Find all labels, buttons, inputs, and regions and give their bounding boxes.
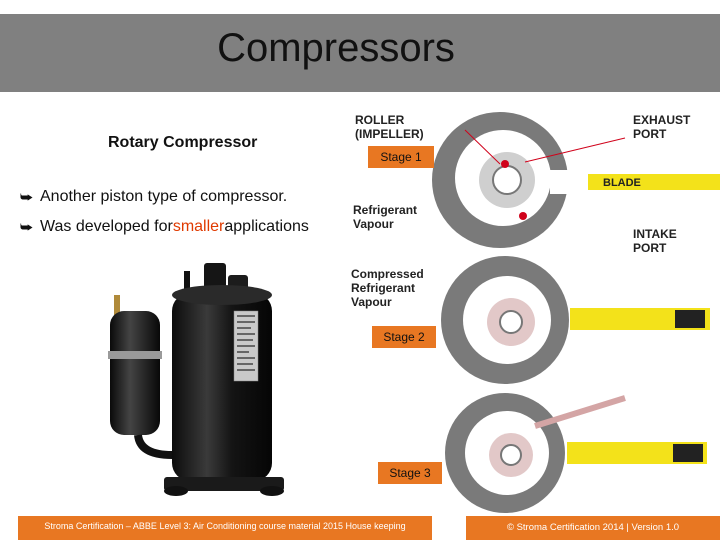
label-exhaust-port: PORT (633, 127, 667, 141)
label-refrigerant-2: Refrigerant (351, 281, 415, 295)
bullet-item: ⮩ Another piston type of compressor. (20, 182, 309, 212)
bullet-list: ⮩ Another piston type of compressor. ⮩ W… (20, 182, 309, 242)
stage-1-cross-section (432, 112, 720, 248)
bullet-text: Was developed for (40, 218, 173, 235)
footer-course-info: Stroma Certification – ABBE Level 3: Air… (18, 516, 432, 540)
top-strip (0, 0, 720, 14)
section-heading: Rotary Compressor (108, 134, 258, 151)
label-exhaust: EXHAUST (633, 113, 691, 127)
footer-copyright: © Stroma Certification 2014 | Version 1.… (466, 516, 720, 540)
arrow-bullet-icon: ⮩ (20, 188, 34, 205)
bullet-text: Another piston type of compressor. (40, 188, 288, 205)
rotary-compressor-diagram: ROLLER (IMPELLER) EXHAUST PORT BLADE Ref… (351, 112, 720, 513)
title-bar: Compressors (0, 0, 720, 92)
bullet-item: ⮩ Was developed for smaller applications (20, 212, 309, 242)
rotary-compressor-photo (108, 263, 284, 496)
label-impeller: (IMPELLER) (355, 127, 424, 141)
label-vapour-2: Vapour (351, 295, 392, 309)
stage-2-cross-section (441, 256, 710, 384)
highlighted-word: smaller (172, 218, 225, 235)
label-blade: BLADE (603, 177, 641, 189)
stage-3-label: Stage 3 (378, 462, 442, 484)
stage-2-label: Stage 2 (372, 326, 436, 348)
slide-title: Compressors (217, 26, 455, 70)
label-roller: ROLLER (355, 113, 405, 127)
label-refrigerant: Refrigerant (353, 203, 417, 217)
arrow-bullet-icon: ⮩ (20, 218, 34, 235)
label-intake-port: PORT (633, 241, 667, 255)
label-compressed: Compressed (351, 267, 424, 281)
stage-3-cross-section (445, 393, 707, 513)
bullet-text-suffix: applications (224, 218, 309, 235)
stage-1-label: Stage 1 (368, 146, 434, 168)
label-vapour: Vapour (353, 217, 394, 231)
label-intake: INTAKE (633, 227, 677, 241)
